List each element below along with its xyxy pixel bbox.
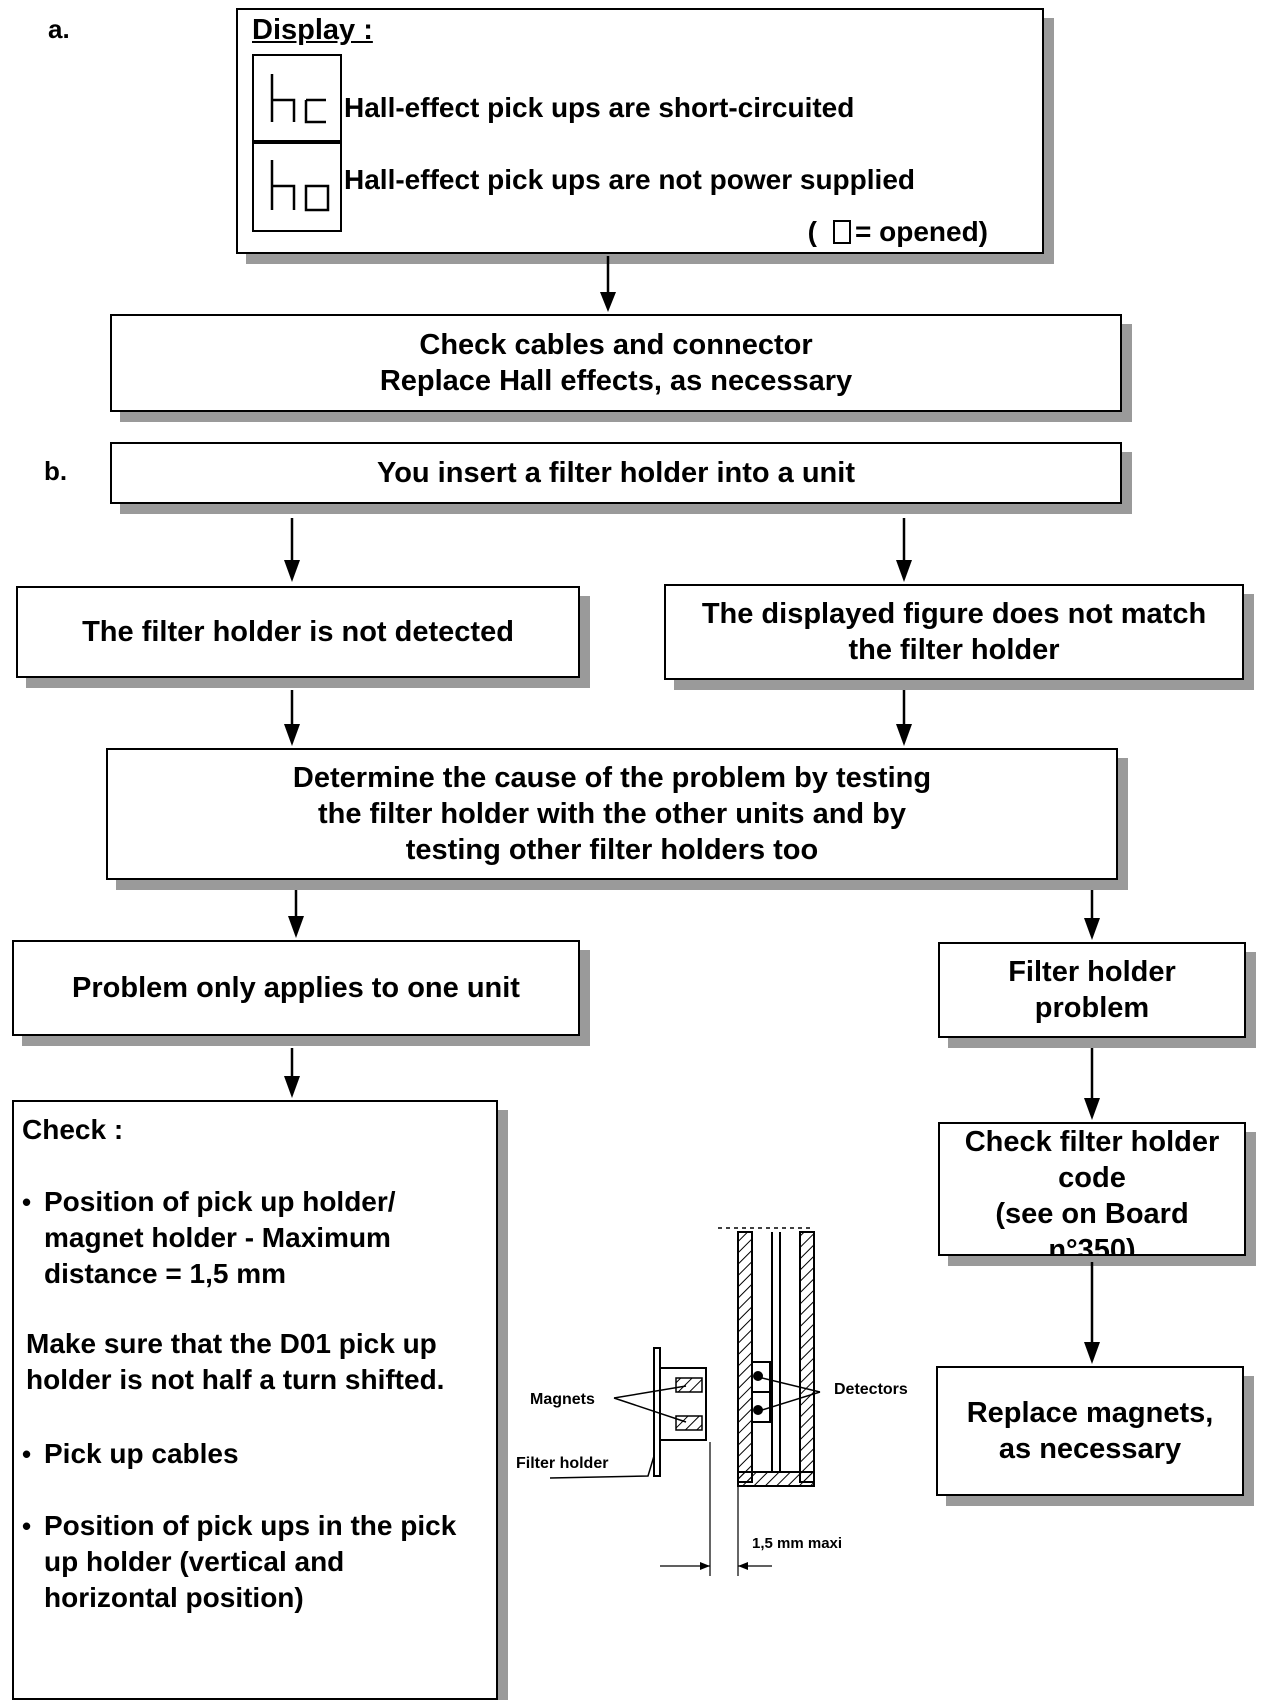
ho-segment-icon [270,160,330,212]
filter-holder-problem-box: Filter holder problem [938,942,1246,1038]
determine-line2: the filter holder with the other units a… [317,798,907,830]
check-item1-line1: Position of pick up holder/ [44,1186,396,1217]
pickup-holder-drawing: Magnets Filter holder Detectors 1,5 mm m… [516,1227,908,1576]
one-unit-box: Problem only applies to one unit [12,940,580,1036]
check-code-box: Check filter holder code (see on Board n… [938,1122,1246,1256]
check-cables-box: Check cables and connector Replace Hall … [110,314,1122,412]
display-legend: ( = opened) [808,216,988,248]
determine-line3: testing other filter holders too [405,834,819,866]
display-row-hc: Hall-effect pick ups are short-circuited [344,92,855,123]
check-note-line1: Make sure that the D01 pick up [26,1328,437,1359]
not-detected-box: The filter holder is not detected [16,586,580,678]
bullet-3: • [22,1511,32,1541]
check-code-line1: Check filter holder [964,1126,1220,1158]
determine-cause-box: Determine the cause of the problem by te… [106,748,1118,880]
legend-text: = opened) [854,216,988,247]
check-item3-line3: horizontal position) [44,1582,304,1613]
label-dimension: 1,5 mm maxi [752,1535,842,1552]
check-item1-line3: distance = 1,5 mm [44,1258,287,1289]
determine-line1: Determine the cause of the problem by te… [292,762,932,794]
display-box: Display : Hall-effect pick ups are short… [236,8,1044,254]
label-magnets: Magnets [530,1391,595,1408]
segment-display-hc [252,54,342,142]
insert-filter-holder-box: You insert a filter holder into a unit [110,442,1122,504]
check-cables-line2: Replace Hall effects, as necessary [379,365,853,397]
legend-open-paren: ( [807,216,817,247]
bullet-2: • [22,1439,32,1469]
replace-magnets-box: Replace magnets, as necessary [936,1366,1244,1496]
not-detected-text: The filter holder is not detected [82,616,514,648]
check-item3-line1: Position of pick ups in the pick [44,1510,457,1541]
fh-problem-line2: problem [1034,992,1150,1024]
segment-display-ho [252,142,342,232]
check-item3-line2: up holder (vertical and [44,1546,345,1577]
one-unit-text: Problem only applies to one unit [72,972,520,1004]
no-match-line2: the filter holder [848,634,1060,666]
hc-segment-icon [270,74,326,124]
check-list-box: Check : • Position of pick up holder/ ma… [12,1100,498,1700]
label-detectors: Detectors [834,1381,908,1398]
replace-magnets-line1: Replace magnets, [966,1397,1214,1429]
check-code-line3: (see on Board [995,1198,1189,1230]
check-title: Check : [22,1114,124,1145]
bullet-1: • [22,1187,32,1217]
check-cables-line1: Check cables and connector [419,329,813,361]
check-code-line2: code [1058,1162,1126,1194]
section-a-label: a. [48,14,70,44]
replace-magnets-line2: as necessary [998,1433,1182,1465]
display-title: Display : [252,14,373,46]
no-match-box: The displayed figure does not match the … [664,584,1244,680]
check-item1-line2: magnet holder - Maximum [44,1222,391,1253]
no-match-line1: The displayed figure does not match [701,598,1207,630]
insert-filter-holder-text: You insert a filter holder into a unit [377,457,855,489]
check-item2-text: Pick up cables [44,1438,239,1469]
check-note-line2: holder is not half a turn shifted. [26,1364,445,1395]
section-b-label: b. [44,456,68,486]
open-segment-icon [832,220,851,244]
check-code-line4: n°350) [1048,1234,1136,1256]
display-row-ho: Hall-effect pick ups are not power suppl… [344,164,915,195]
fh-problem-line1: Filter holder [1008,956,1176,988]
label-filter-holder: Filter holder [516,1455,608,1472]
